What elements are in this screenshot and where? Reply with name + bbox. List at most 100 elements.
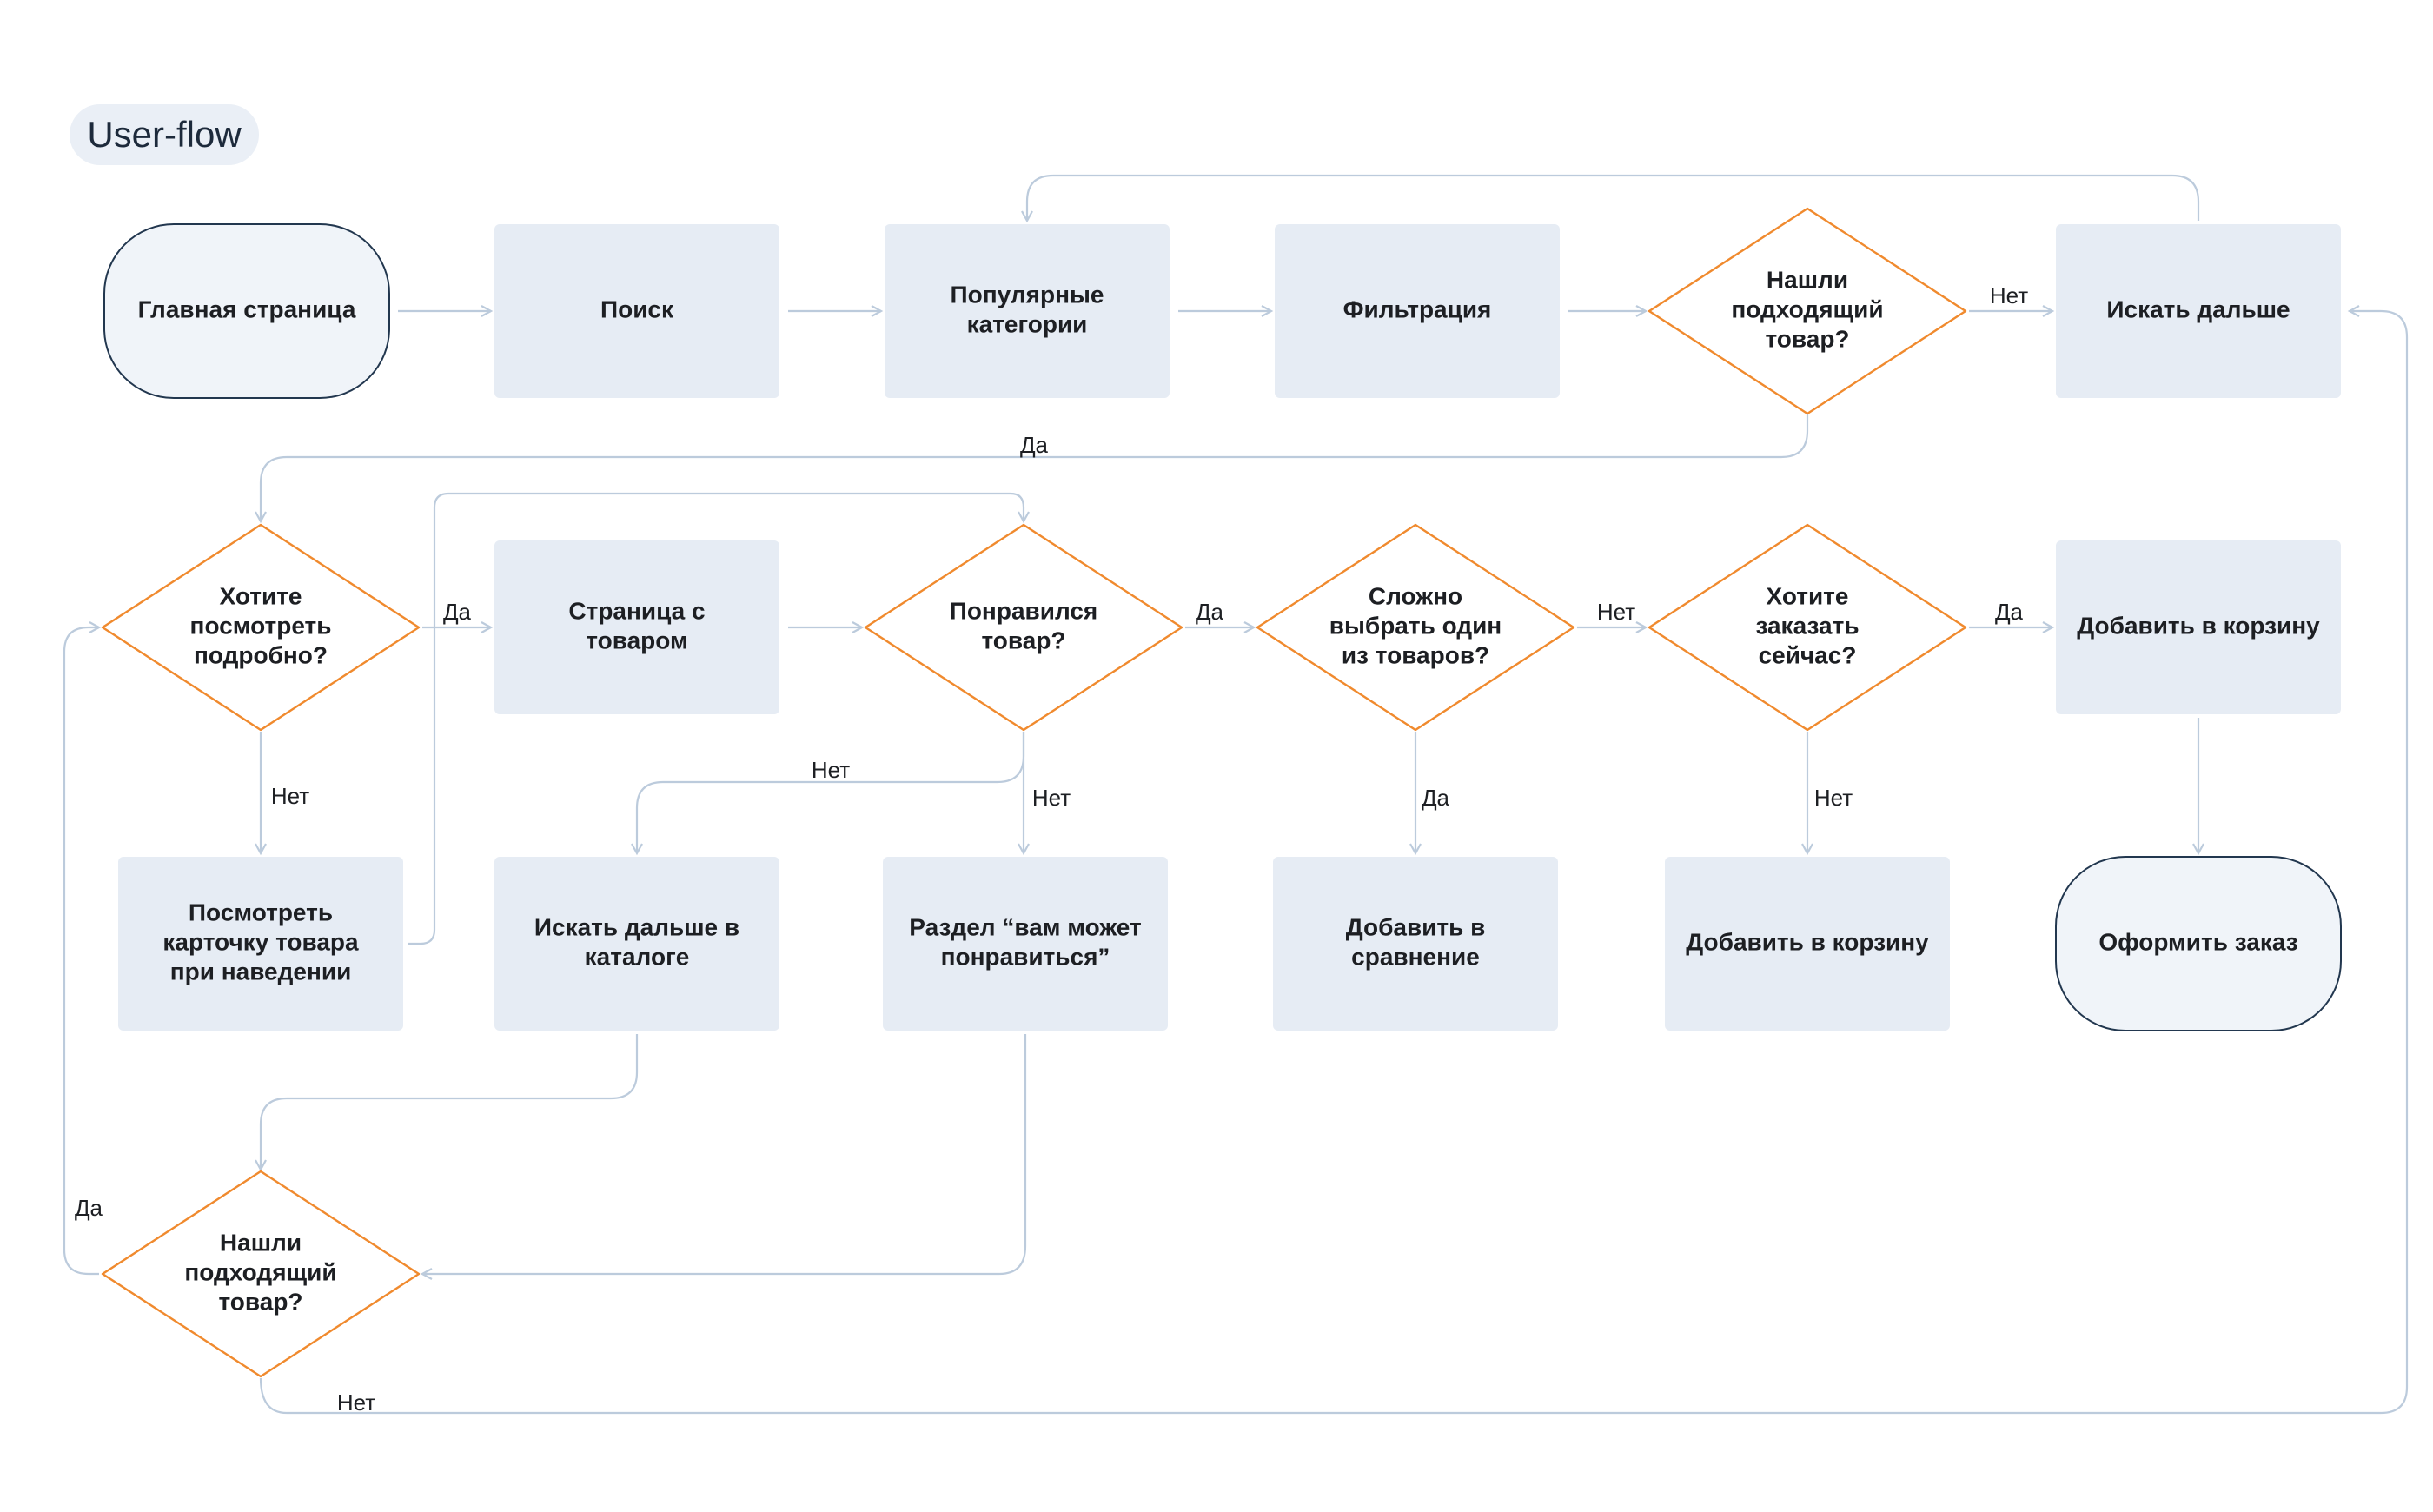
process-box (883, 857, 1168, 1031)
node-label-line: из товаров? (1342, 641, 1489, 668)
edge-label-liked-maylike: Нет (1032, 785, 1071, 811)
terminal-pill (103, 223, 390, 399)
process-may-like: Раздел “вам может понравиться” (883, 857, 1168, 1031)
node-label-line: сравнение (1351, 943, 1480, 970)
process-search: Поиск (494, 224, 779, 398)
decision-diamond (101, 523, 421, 732)
node-label-line: Добавить в корзину (1686, 928, 1929, 955)
node-label-line: Искать дальше в (534, 913, 739, 940)
process-catalog: Искать дальше в каталоге (494, 857, 779, 1031)
node-label-line: Нашли (220, 1229, 302, 1256)
process-box (2056, 224, 2341, 398)
node-label-line: Поиск (600, 295, 674, 322)
node-label-line: Понравился (950, 597, 1098, 624)
process-box (1275, 224, 1560, 398)
decision-diamond (1647, 523, 1967, 732)
node-label-line: понравиться” (941, 943, 1110, 970)
edge-label-details-product: Да (443, 599, 472, 625)
node-label-line: товар? (218, 1288, 302, 1315)
edge-label-found2-searchmore: Нет (337, 1389, 375, 1416)
node-label-line: подробно? (194, 641, 328, 668)
node-label-line: Главная страница (138, 295, 356, 322)
node-label-line: Добавить в (1346, 913, 1486, 940)
decision-diamond (1647, 207, 1967, 415)
node-label-line: Посмотреть (189, 899, 333, 925)
nodes-layer: Главная страница Поиск Популярныекатегории… (101, 207, 2342, 1378)
node-label-line: Хотите (220, 582, 302, 609)
process-filter: Фильтрация (1275, 224, 1560, 398)
connector-found2-searchmore (259, 305, 2409, 1415)
connectors-layer (63, 174, 2409, 1415)
process-box (494, 224, 779, 398)
edge-label-liked-catalog: Нет (812, 757, 850, 783)
decision-diamond (101, 1170, 421, 1378)
terminal-pill (2055, 856, 2342, 1031)
edge-label-ordernow-cart2: Нет (1814, 785, 1853, 811)
connector-maylike-found2 (420, 1034, 1027, 1280)
node-label-line: сейчас? (1759, 641, 1857, 668)
decision-diamond (1256, 523, 1575, 732)
node-label-line: подходящий (184, 1258, 336, 1285)
decision-liked: Понравился товар? (864, 523, 1183, 732)
process-box (494, 540, 779, 714)
node-label-line: Оформить заказ (2098, 928, 2297, 955)
process-product-page: Страница с товаром (494, 540, 779, 714)
node-label-line: товаром (586, 627, 687, 653)
node-label-line: Хотите (1767, 582, 1849, 609)
node-label-line: каталоге (585, 943, 690, 970)
process-box (494, 857, 779, 1031)
node-label-line: Популярные (951, 281, 1104, 308)
node-label-line: Фильтрация (1343, 295, 1492, 322)
process-add-cart2: Добавить в корзину (1665, 857, 1950, 1031)
edge-label-hard-ordernow: Нет (1597, 599, 1635, 625)
decision-diamond (864, 523, 1183, 732)
node-label-line: выбрать один (1329, 612, 1502, 639)
node-label-line: при наведении (170, 958, 352, 985)
edge-label-ordernow-cart1: Да (1995, 599, 2024, 625)
connector-found2-details (63, 621, 102, 1276)
connector-hover-liked (408, 492, 1030, 945)
node-label-line: Страница с (568, 597, 705, 624)
node-label-line: товар? (1765, 325, 1849, 352)
process-search-more: Искать дальше (2056, 224, 2341, 398)
process-box (1273, 857, 1558, 1031)
node-label-line: заказать (1755, 612, 1859, 639)
connector-catalog-found2 (255, 1034, 639, 1172)
connector-searchmore-popular (1021, 174, 2200, 223)
node-label-line: Раздел “вам может (909, 913, 1141, 940)
process-add-cart1: Добавить в корзину (2056, 540, 2341, 714)
process-box (1665, 857, 1950, 1031)
connector-found1-details (255, 414, 1809, 524)
terminal-home: Главная страница (103, 223, 390, 399)
edge-label-details-hover: Нет (271, 783, 309, 809)
terminal-checkout: Оформить заказ (2055, 856, 2342, 1031)
page-title: User-flow (87, 114, 242, 155)
process-box (2056, 540, 2341, 714)
connector-liked-catalog (631, 732, 1025, 856)
edge-label-liked-hard: Да (1196, 599, 1224, 625)
node-label-line: подходящий (1731, 295, 1883, 322)
edge-label-found2-details: Да (75, 1195, 103, 1221)
node-label-line: товар? (981, 627, 1065, 653)
process-box (118, 857, 403, 1031)
title-pill: User-flow (70, 104, 259, 165)
node-label-line: Нашли (1767, 266, 1848, 293)
node-label-line: Добавить в корзину (2077, 612, 2320, 639)
process-box (885, 224, 1170, 398)
edge-label-found1-searchmore: Нет (1990, 282, 2028, 308)
node-label-line: Искать дальше (2106, 295, 2290, 322)
node-label-line: Сложно (1369, 582, 1462, 609)
edge-label-found1-details: Да (1020, 432, 1049, 458)
node-label-line: посмотреть (190, 612, 332, 639)
edge-label-hard-compare: Да (1422, 785, 1450, 811)
